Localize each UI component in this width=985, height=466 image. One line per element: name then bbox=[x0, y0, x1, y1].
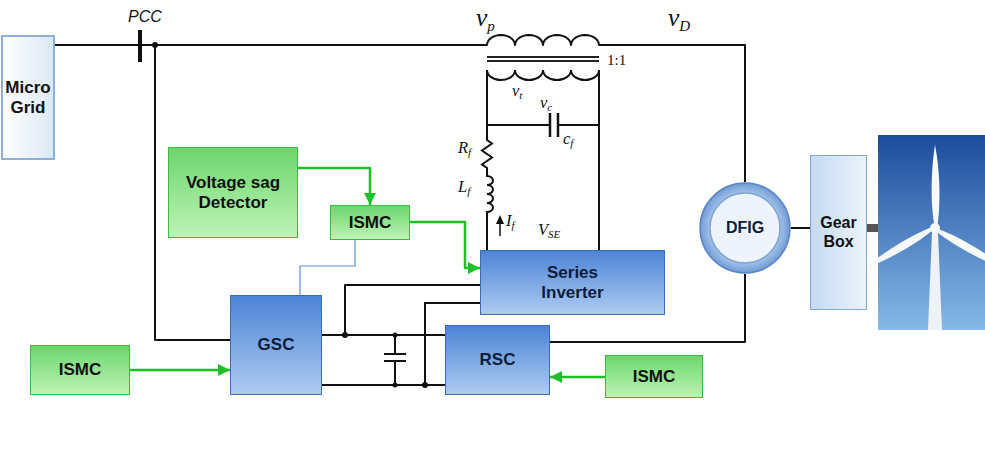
node-label: ISMC bbox=[59, 360, 102, 380]
turbine-blade bbox=[932, 145, 940, 228]
voltage-label: vc bbox=[540, 94, 552, 113]
node-label: DFIG bbox=[726, 219, 764, 237]
component-label: cf bbox=[563, 130, 573, 149]
transformer-secondary bbox=[487, 70, 599, 80]
controller-box: ISMC bbox=[605, 355, 703, 398]
voltage-label: vt bbox=[512, 82, 522, 101]
node-name: PCC bbox=[128, 8, 162, 26]
turns-ratio: 1:1 bbox=[607, 52, 626, 69]
connector bbox=[130, 369, 230, 372]
generator-ring bbox=[700, 183, 790, 273]
shaft bbox=[865, 224, 879, 232]
voltage-label: vD bbox=[668, 4, 690, 35]
converter-box: RSC bbox=[445, 325, 550, 395]
controller-box: ISMC bbox=[330, 205, 410, 240]
generator-circle: DFIG bbox=[699, 182, 791, 274]
turbine-blade bbox=[933, 225, 985, 273]
inverter-box: Series Inverter bbox=[480, 250, 665, 315]
filter-branch-wire bbox=[482, 70, 493, 250]
detector-box: Voltage sag Detector bbox=[168, 147, 298, 238]
node-label: Voltage sag Detector bbox=[183, 173, 283, 212]
transformer-core bbox=[487, 57, 599, 61]
connector bbox=[298, 168, 370, 205]
node-label: Micro Grid bbox=[3, 78, 53, 117]
node-label: Gear Box bbox=[811, 214, 866, 251]
voltage-label: vp bbox=[476, 4, 495, 35]
return-wire bbox=[598, 70, 600, 250]
turbine-tower bbox=[928, 232, 942, 330]
node-label: RSC bbox=[480, 350, 516, 370]
connector bbox=[550, 376, 605, 379]
component-label: Rf bbox=[458, 139, 471, 158]
converter-box: GSC bbox=[230, 295, 322, 395]
connector bbox=[300, 240, 355, 295]
node-label: Series Inverter bbox=[528, 263, 618, 302]
voltage-label: VSE bbox=[538, 221, 560, 240]
turbine-hub bbox=[930, 223, 940, 233]
node-label: GSC bbox=[258, 335, 295, 355]
component-label: Lf bbox=[458, 178, 470, 197]
capacitor-wire bbox=[487, 124, 599, 126]
current-arrow bbox=[499, 222, 501, 236]
node-label: ISMC bbox=[633, 367, 676, 387]
turbine-rotor bbox=[861, 145, 985, 273]
microgrid-box: Micro Grid bbox=[1, 35, 55, 160]
junction-dot bbox=[393, 383, 398, 388]
junction-dot bbox=[422, 382, 428, 388]
capacitor-symbol bbox=[550, 113, 558, 137]
turbine-blade bbox=[861, 224, 937, 272]
connector bbox=[791, 227, 810, 229]
turbine-photo bbox=[878, 135, 985, 330]
current-label: If bbox=[506, 212, 515, 231]
controller-box: ISMC bbox=[30, 345, 130, 395]
connector bbox=[55, 35, 745, 182]
node-label: ISMC bbox=[349, 213, 392, 233]
current-arrowhead bbox=[496, 215, 504, 224]
dc-capacitor-symbol bbox=[384, 335, 406, 385]
gearbox-box: Gear Box bbox=[810, 155, 867, 310]
generator-core bbox=[710, 193, 780, 263]
connector bbox=[410, 222, 480, 268]
